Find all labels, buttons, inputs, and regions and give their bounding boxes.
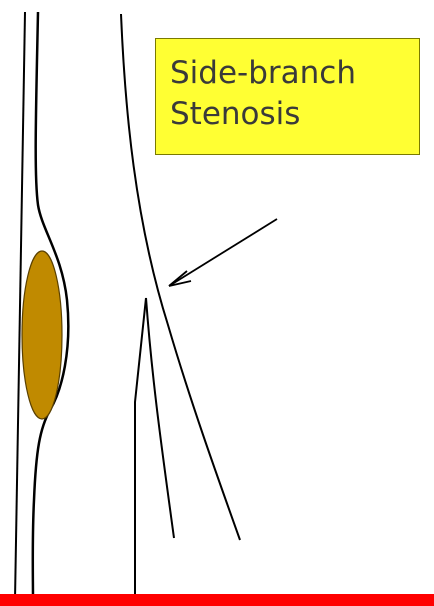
callout-line-1: Side-branch: [170, 53, 419, 94]
stenosis-arrow: [169, 219, 277, 286]
bottom-red-bar: [0, 594, 434, 606]
main-vessel-right-wall: [135, 298, 146, 598]
plaque: [22, 251, 62, 419]
callout-line-2: Stenosis: [170, 94, 419, 135]
stenosis-callout-box: Side-branch Stenosis: [155, 38, 420, 155]
